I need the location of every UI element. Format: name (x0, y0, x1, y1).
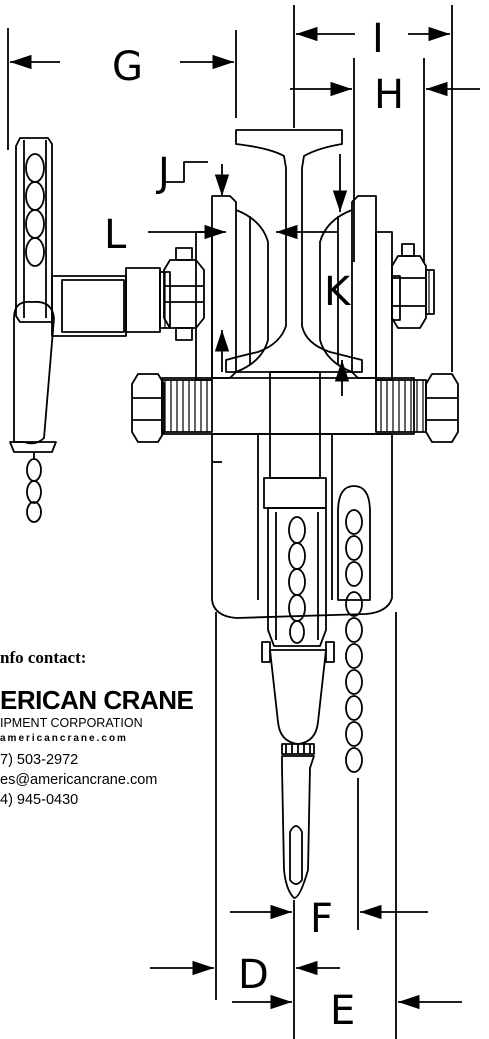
brand-name: ERICAN CRANE (0, 685, 194, 715)
hand-chain-wheel (9, 137, 57, 523)
right-axle (391, 243, 435, 329)
dimension-J (162, 161, 230, 372)
load-chain-guide (261, 507, 335, 663)
brand-website[interactable]: americancrane.com (0, 733, 128, 744)
label-E: E (330, 988, 355, 1034)
dimension-extension-lines (215, 612, 397, 1039)
contact-email[interactable]: es@americancrane.com (0, 772, 158, 788)
contact-fax: 4) 945-0430 (0, 792, 79, 808)
contact-phone[interactable]: 7) 503-2972 (0, 752, 79, 768)
label-H: H (374, 72, 404, 118)
hand-chain-right (337, 485, 371, 773)
label-F: F (310, 896, 333, 942)
i-beam (225, 129, 363, 373)
hoist-body (211, 371, 393, 619)
label-K: K (324, 269, 352, 315)
label-L: L (104, 212, 127, 258)
dimension-I (293, 5, 453, 372)
bottom-hook-block (269, 649, 327, 899)
dimension-H (290, 58, 480, 262)
label-G: G (112, 44, 143, 90)
right-side-plate (375, 231, 393, 381)
label-J: J (155, 150, 170, 196)
dimension-K (332, 154, 350, 396)
suspension-bolt-bar (131, 373, 459, 443)
label-D: D (238, 952, 269, 998)
contact-heading: nfo contact: (0, 648, 87, 667)
left-axle-shaft (51, 247, 205, 341)
brand-subtitle: IPMENT CORPORATION (0, 716, 143, 730)
dimension-D (150, 960, 292, 1010)
dimension-E (296, 960, 462, 1010)
dimension-G (7, 28, 237, 150)
label-I: I (372, 16, 384, 62)
